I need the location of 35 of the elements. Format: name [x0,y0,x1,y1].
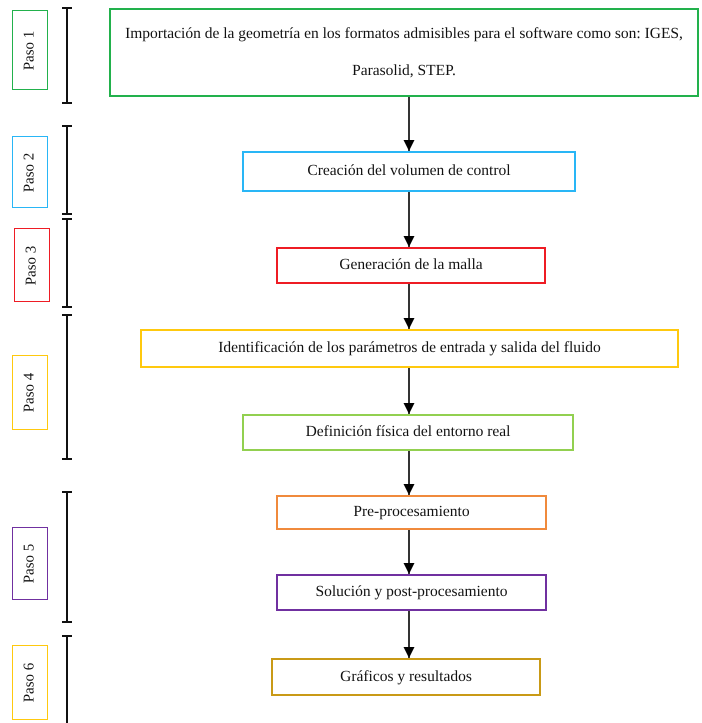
step-label: Paso 1 [22,30,38,70]
process-box [109,8,699,97]
arrow [403,284,415,329]
process-label: Identificación de los parámetros de entrada y salida del fluido [218,339,601,358]
process-label: Importación de la geometría en los formatos admisibles para el software como son: IGES, Parasolid, STEP. [124,24,684,80]
process-label: Gráficos y resultados [340,668,472,686]
arrow [403,451,415,495]
step-label: Paso 3 [24,245,40,285]
arrow [403,611,415,658]
step-label: Paso 4 [22,372,38,412]
step-label: Paso 6 [22,662,38,702]
step-box [14,228,50,302]
process-box [276,574,547,611]
process-box [140,329,679,368]
step-box [12,136,48,208]
step-box [12,527,48,600]
arrow [403,97,415,151]
arrow [403,192,415,247]
step-label: Paso 2 [22,152,38,192]
step-box [12,10,48,90]
process-label: Generación de la malla [339,256,483,275]
process-label: Solución y post-procesamiento [316,583,508,602]
step-box [12,355,48,430]
process-box [276,247,546,284]
process-label: Definición física del entorno real [306,423,510,442]
step-box [12,645,48,720]
process-box [242,151,576,192]
step-label: Paso 5 [22,544,38,584]
process-box [271,658,541,696]
process-label: Pre-procesamiento [353,503,470,522]
process-box [276,495,547,530]
process-label: Creación del volumen de control [307,162,511,181]
arrow [403,368,415,414]
process-box [242,414,574,451]
arrow [403,530,415,574]
